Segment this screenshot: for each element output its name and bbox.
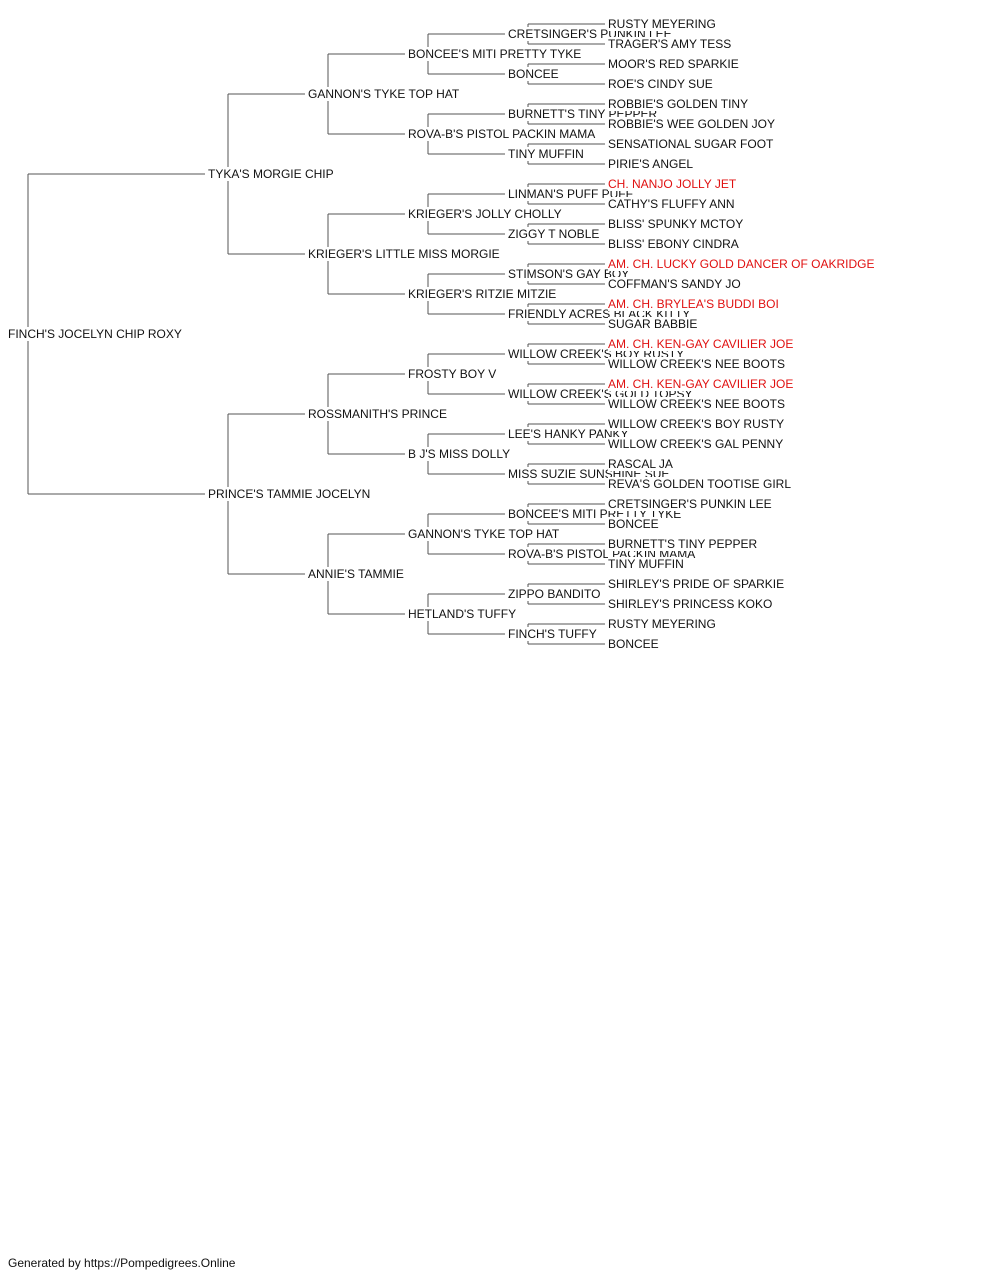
ancestor-dam-gen5: TRAGER'S AMY TESS xyxy=(608,37,734,51)
ancestor-sire-gen2: ROSSMANITH'S PRINCE xyxy=(308,407,449,421)
ancestor-sire-gen3: BONCEE'S MITI PRETTY TYKE xyxy=(408,47,584,61)
ancestor-dam-gen5: BONCEE xyxy=(608,637,661,651)
ancestor-sire-gen3: FROSTY BOY V xyxy=(408,367,499,381)
ancestor-sire-gen5: AM. CH. KEN-GAY CAVILIER JOE xyxy=(608,337,796,351)
ancestor-sire-gen5: RASCAL JA xyxy=(608,457,675,471)
ancestor-sire-gen5: RUSTY MEYERING xyxy=(608,17,718,31)
ancestor-dam-gen5: REVA'S GOLDEN TOOTISE GIRL xyxy=(608,477,794,491)
ancestor-dam-gen5: ROBBIE'S WEE GOLDEN JOY xyxy=(608,117,777,131)
ancestor-dam-gen5: BLISS' EBONY CINDRA xyxy=(608,237,741,251)
ancestor-dam-gen3: KRIEGER'S RITZIE MITZIE xyxy=(408,287,559,301)
ancestor-dam-gen3: B J'S MISS DOLLY xyxy=(408,447,513,461)
ancestor-dam-gen2: KRIEGER'S LITTLE MISS MORGIE xyxy=(308,247,502,261)
ancestor-sire-gen2: GANNON'S TYKE TOP HAT xyxy=(308,87,462,101)
ancestor-sire-gen5: AM. CH. BRYLEA'S BUDDI BOI xyxy=(608,297,781,311)
ancestor-dam-gen1: PRINCE'S TAMMIE JOCELYN xyxy=(208,487,373,501)
ancestor-dam-gen5: WILLOW CREEK'S GAL PENNY xyxy=(608,437,786,451)
ancestor-dam-gen5: TINY MUFFIN xyxy=(608,557,686,571)
ancestor-sire-gen5: AM. CH. KEN-GAY CAVILIER JOE xyxy=(608,377,796,391)
ancestor-sire-gen3: KRIEGER'S JOLLY CHOLLY xyxy=(408,207,564,221)
ancestor-dam-gen4: ZIGGY T NOBLE xyxy=(508,227,602,241)
ancestor-dam-gen5: COFFMAN'S SANDY JO xyxy=(608,277,743,291)
ancestor-sire-gen5: MOOR'S RED SPARKIE xyxy=(608,57,741,71)
ancestor-dam-gen5: BONCEE xyxy=(608,517,661,531)
ancestor-dam-gen5: SUGAR BABBIE xyxy=(608,317,700,331)
ancestor-sire-gen1: TYKA'S MORGIE CHIP xyxy=(208,167,336,181)
ancestor-sire-gen5: BURNETT'S TINY PEPPER xyxy=(608,537,760,551)
ancestor-dam-gen3: HETLAND'S TUFFY xyxy=(408,607,519,621)
ancestor-sire-gen4: LINMAN'S PUFF PUFF xyxy=(508,187,635,201)
ancestor-dam-gen5: PIRIE'S ANGEL xyxy=(608,157,695,171)
ancestor-sire-gen3: GANNON'S TYKE TOP HAT xyxy=(408,527,562,541)
ancestor-dam-gen5: WILLOW CREEK'S NEE BOOTS xyxy=(608,397,787,411)
ancestor-sire-gen5: BLISS' SPUNKY MCTOY xyxy=(608,217,746,231)
ancestor-sire-gen5: RUSTY MEYERING xyxy=(608,617,718,631)
ancestor-sire-gen5: WILLOW CREEK'S BOY RUSTY xyxy=(608,417,787,431)
ancestor-sire-gen5: ROBBIE'S GOLDEN TINY xyxy=(608,97,751,111)
ancestor-dam-gen5: CATHY'S FLUFFY ANN xyxy=(608,197,737,211)
ancestor-sire-gen5: CH. NANJO JOLLY JET xyxy=(608,177,739,191)
ancestor-dam-gen5: SHIRLEY'S PRINCESS KOKO xyxy=(608,597,775,611)
ancestor-dam-gen2: ANNIE'S TAMMIE xyxy=(308,567,406,581)
ancestor-dam-gen4: TINY MUFFIN xyxy=(508,147,586,161)
ancestor-sire-gen4: LEE'S HANKY PANKY xyxy=(508,427,631,441)
ancestor-sire-gen5: CRETSINGER'S PUNKIN LEE xyxy=(608,497,774,511)
ancestor-sire-gen4: STIMSON'S GAY BOY xyxy=(508,267,632,281)
ancestor-sire-gen4: ZIPPO BANDITO xyxy=(508,587,603,601)
ancestor-dam-gen4: BONCEE xyxy=(508,67,561,81)
ancestor-dam-gen5: ROE'S CINDY SUE xyxy=(608,77,715,91)
ancestor-dam-gen4: FINCH'S TUFFY xyxy=(508,627,599,641)
ancestor-sire-gen5: AM. CH. LUCKY GOLD DANCER OF OAKRIDGE xyxy=(608,257,877,271)
subject-dog-name: FINCH'S JOCELYN CHIP ROXY xyxy=(8,327,184,341)
footer-credit: Generated by https://Pompedigrees.Online xyxy=(8,1256,236,1270)
ancestor-dam-gen3: ROVA-B'S PISTOL PACKIN MAMA xyxy=(408,127,598,141)
ancestor-sire-gen5: SHIRLEY'S PRIDE OF SPARKIE xyxy=(608,577,787,591)
ancestor-sire-gen5: SENSATIONAL SUGAR FOOT xyxy=(608,137,776,151)
ancestor-dam-gen5: WILLOW CREEK'S NEE BOOTS xyxy=(608,357,787,371)
